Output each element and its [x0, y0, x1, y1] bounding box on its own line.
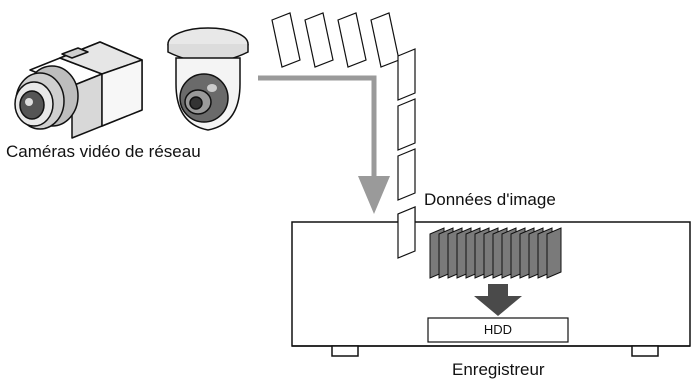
- recorder-label: Enregistreur: [452, 360, 545, 379]
- image-data-frames: [271, 12, 416, 259]
- write-arrow: [474, 284, 522, 316]
- hard-disk-icon: [427, 317, 569, 343]
- stored-frames: [429, 227, 562, 279]
- incoming-frame: [397, 206, 416, 259]
- flow-arrow: [258, 75, 390, 214]
- box-camera-icon: [14, 41, 143, 139]
- hdd-label: HDD: [483, 322, 513, 337]
- dome-camera-icon: [167, 27, 249, 131]
- cameras-label: Caméras vidéo de réseau: [6, 142, 201, 161]
- image-data-label: Données d'image: [424, 190, 556, 209]
